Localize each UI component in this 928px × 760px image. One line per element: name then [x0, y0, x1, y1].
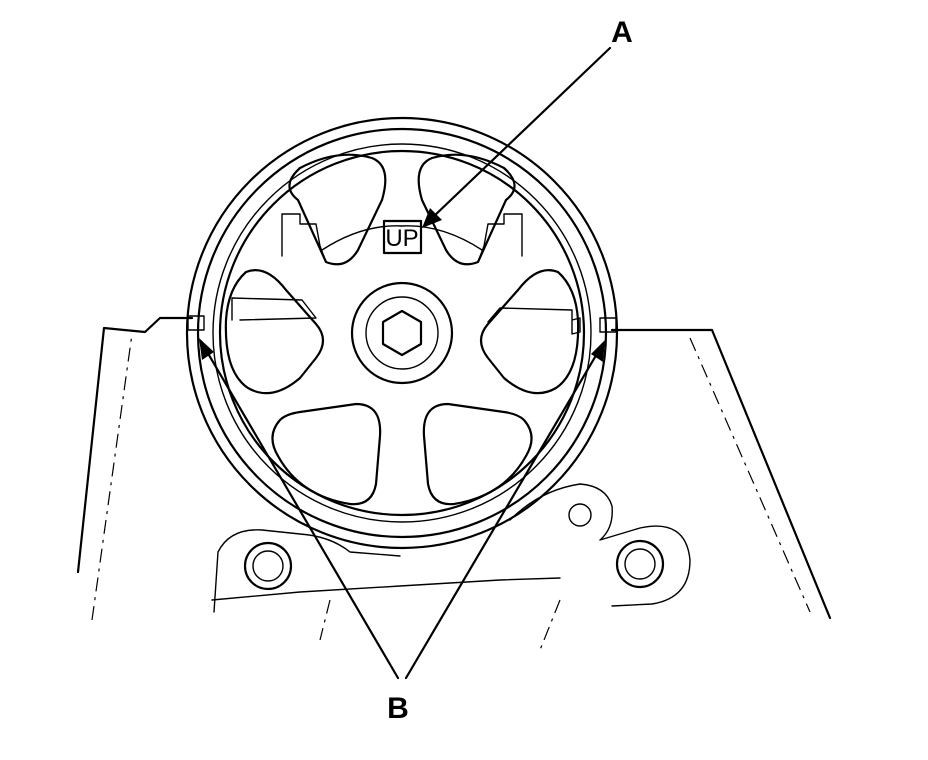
center-bolt — [381, 309, 423, 357]
arrow-a-head — [422, 208, 442, 228]
callouts — [199, 46, 612, 680]
label-b: B — [387, 692, 409, 725]
arrow-b-left-head — [199, 338, 214, 360]
cylinder-head — [76, 316, 832, 651]
pulley-windows — [224, 153, 580, 506]
camshaft-pulley: UP — [185, 116, 619, 550]
label-a: A — [611, 16, 633, 49]
up-mark: UP — [382, 219, 423, 255]
index-marks — [187, 315, 617, 333]
arrow-b-right-head — [591, 340, 605, 362]
up-mark-text: UP — [385, 225, 418, 252]
cam-lobe-shapes — [231, 213, 581, 335]
